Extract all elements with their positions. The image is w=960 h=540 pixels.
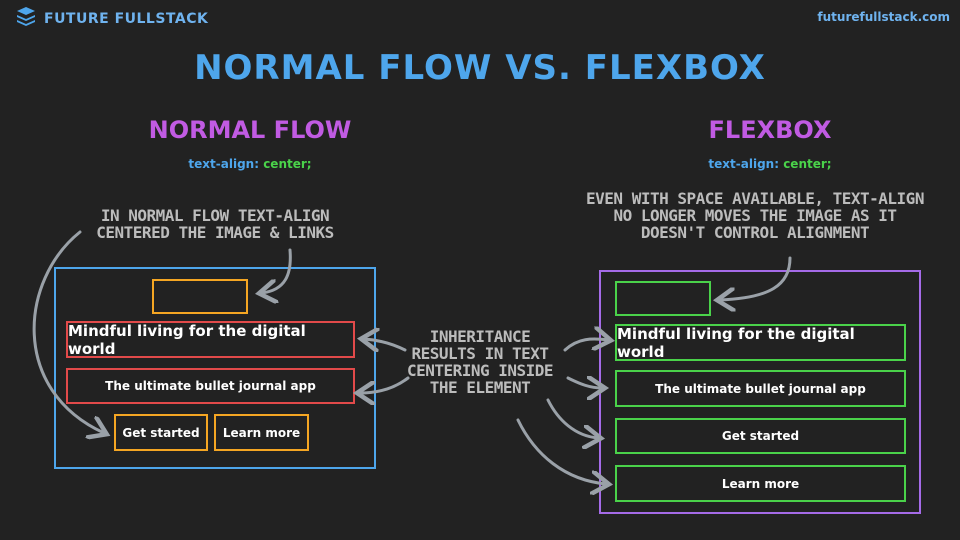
arrow-to-flex-headline	[563, 339, 608, 350]
normal-flow-code: text-align: center;	[60, 157, 440, 171]
arrow-to-normal-headline	[364, 339, 407, 350]
get-started-link[interactable]: Get started	[114, 414, 208, 451]
code-property: text-align:	[188, 157, 259, 171]
arrow-to-links	[32, 230, 104, 433]
flex-headline-box: Mindful living for the digital world	[615, 324, 906, 361]
arrow-to-flex-learn-more	[516, 418, 606, 484]
note-line: THE ELEMENT	[429, 378, 531, 397]
page-title: NORMAL FLOW VS. FLEXBOX	[194, 48, 766, 88]
note-line: NO LONGER MOVES THE IMAGE AS IT	[613, 206, 897, 225]
stacked-layers-icon	[16, 6, 36, 31]
arrow-to-flex-get-started	[546, 398, 598, 438]
note-line: EVEN WITH SPACE AVAILABLE, TEXT-ALIGN	[586, 189, 924, 208]
arrow-to-flex-image	[720, 256, 792, 300]
note-line: CENTERING INSIDE	[406, 361, 554, 380]
flex-subline-box: The ultimate bullet journal app	[615, 370, 906, 407]
brand[interactable]: FUTURE FULLSTACK	[16, 6, 208, 31]
brand-name: FUTURE FULLSTACK	[44, 10, 209, 27]
normal-flow-note: IN NORMAL FLOW TEXT-ALIGN CENTERED THE I…	[70, 207, 360, 241]
code-value: center;	[783, 157, 832, 171]
arrow-to-flex-subline	[566, 378, 602, 388]
flexbox-code: text-align: center;	[580, 157, 960, 171]
image-placeholder	[615, 281, 711, 316]
arrow-to-image	[262, 248, 292, 293]
note-line: IN NORMAL FLOW TEXT-ALIGN	[100, 206, 330, 225]
inheritance-note: INHERITANCE RESULTS IN TEXT CENTERING IN…	[395, 328, 565, 396]
note-line: RESULTS IN TEXT	[411, 344, 550, 363]
learn-more-link[interactable]: Learn more	[214, 414, 309, 451]
note-line: CENTERED THE IMAGE & LINKS	[96, 223, 334, 242]
site-url[interactable]: futurefullstack.com	[817, 10, 950, 24]
note-line: INHERITANCE	[429, 327, 531, 346]
learn-more-link[interactable]: Learn more	[615, 465, 906, 502]
flexbox-heading: FLEXBOX	[708, 116, 832, 144]
get-started-link[interactable]: Get started	[615, 418, 906, 454]
normal-flow-heading: NORMAL FLOW	[148, 116, 352, 144]
arrow-to-normal-subline	[360, 376, 410, 393]
image-placeholder	[152, 279, 248, 314]
flexbox-note: EVEN WITH SPACE AVAILABLE, TEXT-ALIGN NO…	[560, 190, 950, 241]
normal-headline-box: Mindful living for the digital world	[66, 321, 355, 358]
note-line: DOESN'T CONTROL ALIGNMENT	[640, 223, 870, 242]
normal-flow-container	[54, 267, 376, 469]
code-property: text-align:	[708, 157, 779, 171]
code-value: center;	[263, 157, 312, 171]
